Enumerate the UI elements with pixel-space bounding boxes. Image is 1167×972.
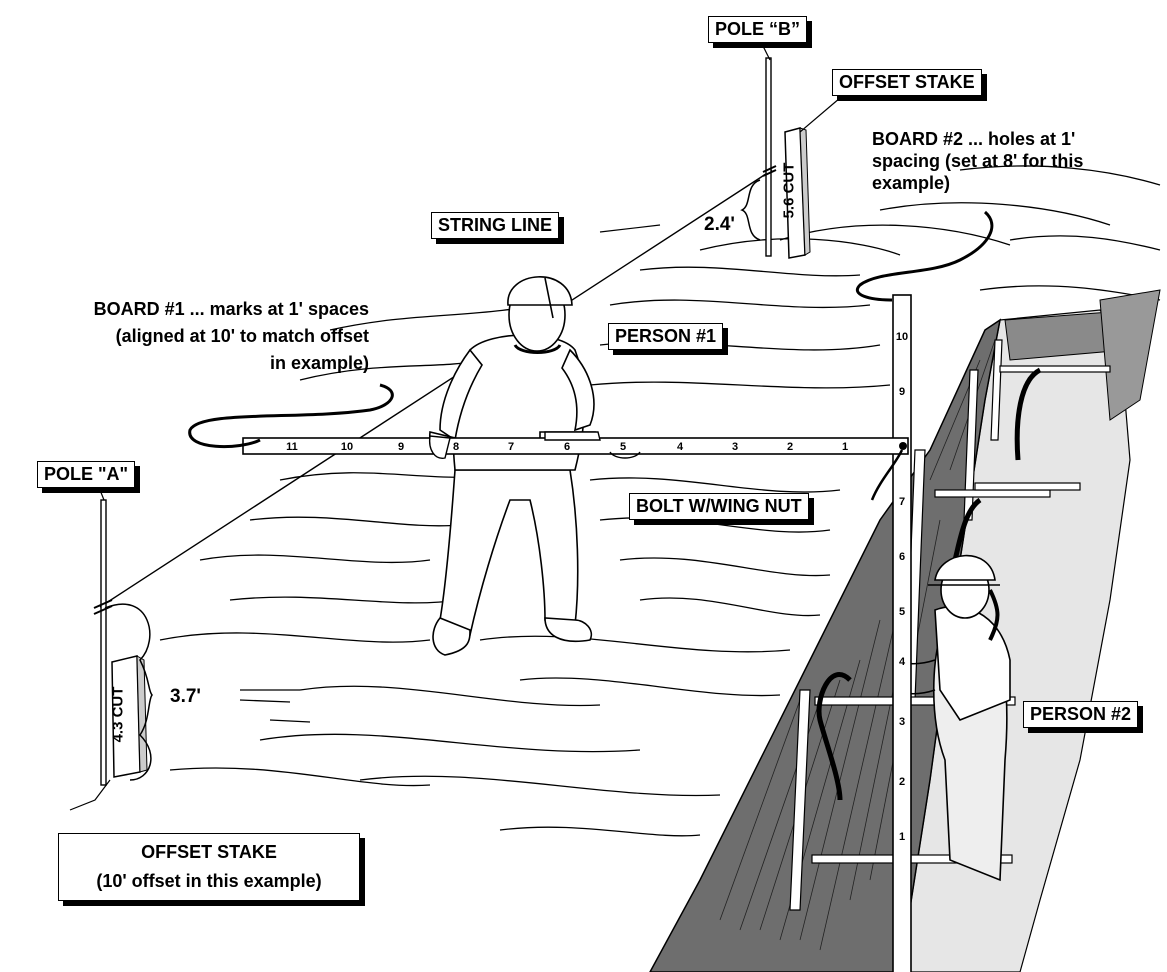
board1-mark: 7 — [508, 441, 514, 453]
pole-b-label: POLE “B” — [708, 16, 807, 43]
stake-a-cut: 4.3 CUT — [109, 687, 126, 743]
pole-a-label: POLE "A" — [37, 461, 135, 488]
board2-mark: 2 — [899, 776, 905, 788]
board1-mark: 1 — [842, 441, 848, 453]
offset-stake-bottom-label: OFFSET STAKE (10' offset in this example… — [58, 833, 360, 901]
offset-stake-bottom-line2: (10' offset in this example) — [65, 867, 353, 896]
pole-b-height: 2.4' — [704, 214, 735, 236]
board1-note-line3: in example) — [6, 352, 369, 374]
board1-mark: 3 — [732, 441, 738, 453]
board2-mark: 6 — [899, 551, 905, 563]
board1-mark: 5 — [620, 441, 626, 453]
pole-b — [763, 58, 776, 256]
board1-mark: 8 — [453, 441, 459, 453]
board1-mark: 9 — [398, 441, 404, 453]
board1-mark: 4 — [677, 441, 684, 453]
board2-note-line1: BOARD #2 ... holes at 1' — [872, 128, 1075, 150]
offset-stake-top-label: OFFSET STAKE — [832, 69, 982, 96]
pole-a-height: 3.7' — [170, 686, 201, 708]
board2-mark: 9 — [899, 386, 905, 398]
board1-mark: 11 — [286, 441, 298, 453]
bolt-label: BOLT W/WING NUT — [629, 493, 809, 520]
person-1-figure — [430, 277, 595, 655]
board2-mark: 10 — [896, 331, 908, 343]
board2-mark: 4 — [899, 656, 906, 668]
board2-note-line2: spacing (set at 8' for this — [872, 150, 1083, 172]
board2-note-line3: example) — [872, 172, 950, 194]
offset-stake-bottom-line1: OFFSET STAKE — [65, 838, 353, 867]
board1-mark: 10 — [341, 441, 353, 453]
board2-mark: 1 — [899, 831, 905, 843]
board1-mark: 6 — [564, 441, 570, 453]
board1-note-line1: BOARD #1 ... marks at 1' spaces — [6, 298, 369, 320]
board2-mark: 5 — [899, 606, 905, 618]
person-1-label: PERSON #1 — [608, 323, 723, 350]
person-2-label: PERSON #2 — [1023, 701, 1138, 728]
board1-mark: 2 — [787, 441, 793, 453]
board1-note-line2: (aligned at 10' to match offset — [6, 325, 369, 347]
board2-mark: 7 — [899, 496, 905, 508]
stake-b-cut: 5.6 CUT — [780, 163, 797, 219]
brace-b — [742, 180, 760, 240]
board2-mark: 3 — [899, 716, 905, 728]
string-line-label: STRING LINE — [431, 212, 559, 239]
